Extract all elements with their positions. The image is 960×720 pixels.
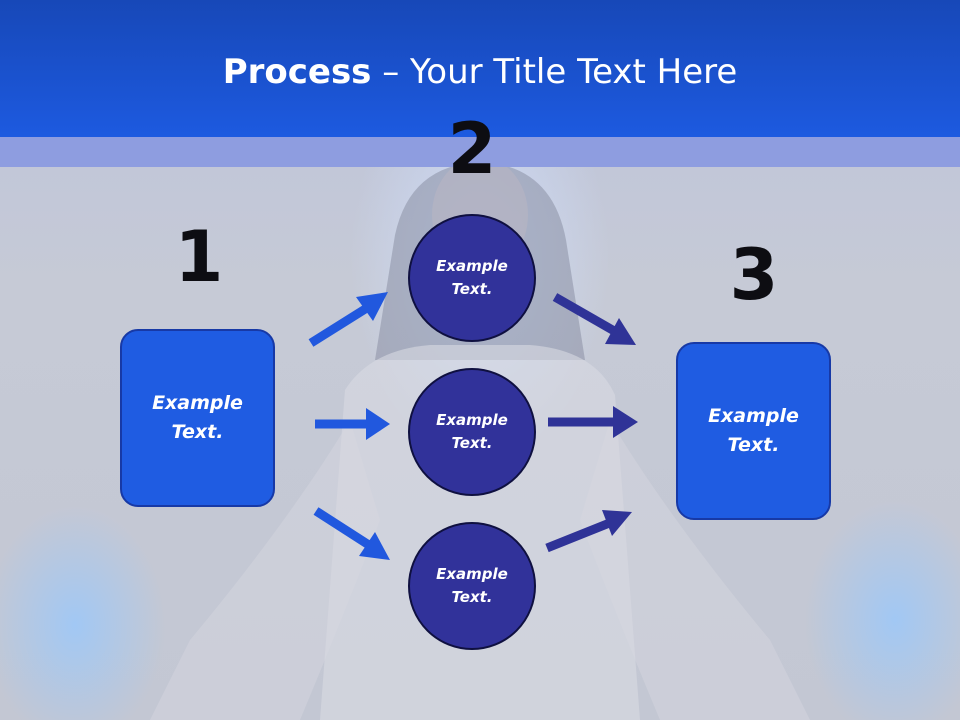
step-1-line1: Example	[152, 392, 243, 414]
step-2-circle-top[interactable]: Example Text.	[408, 214, 536, 342]
step-3-box[interactable]: Example Text.	[676, 342, 831, 520]
circle-top-line1: Example	[436, 257, 508, 275]
step-number-1: 1	[174, 216, 224, 298]
step-number-3: 3	[729, 234, 779, 316]
step-2-circle-bottom[interactable]: Example Text.	[408, 522, 536, 650]
title-bold: Process	[222, 52, 372, 92]
title-rest: – Your Title Text Here	[371, 52, 738, 92]
circle-middle-line2: Text.	[451, 434, 493, 452]
step-number-2: 2	[447, 108, 497, 190]
circle-bottom-line1: Example	[436, 565, 508, 583]
arrow-top-to-3	[552, 293, 636, 345]
arrow-1-to-bottom	[313, 507, 390, 560]
circle-bottom-line2: Text.	[451, 588, 493, 606]
slide-title: Process – Your Title Text Here	[0, 52, 960, 92]
step-1-line2: Text.	[171, 421, 224, 443]
arrow-bottom-to-3	[545, 510, 632, 553]
step-1-box[interactable]: Example Text.	[120, 329, 275, 507]
circle-top-line2: Text.	[451, 280, 493, 298]
arrow-1-to-middle	[315, 408, 390, 440]
circle-middle-line1: Example	[436, 411, 508, 429]
arrow-middle-to-3	[548, 406, 638, 438]
step-3-line2: Text.	[727, 434, 780, 456]
title-sub-band	[0, 137, 960, 167]
step-2-circle-middle[interactable]: Example Text.	[408, 368, 536, 496]
arrow-1-to-top	[308, 292, 388, 347]
title-bar	[0, 0, 960, 137]
step-3-line1: Example	[708, 405, 799, 427]
